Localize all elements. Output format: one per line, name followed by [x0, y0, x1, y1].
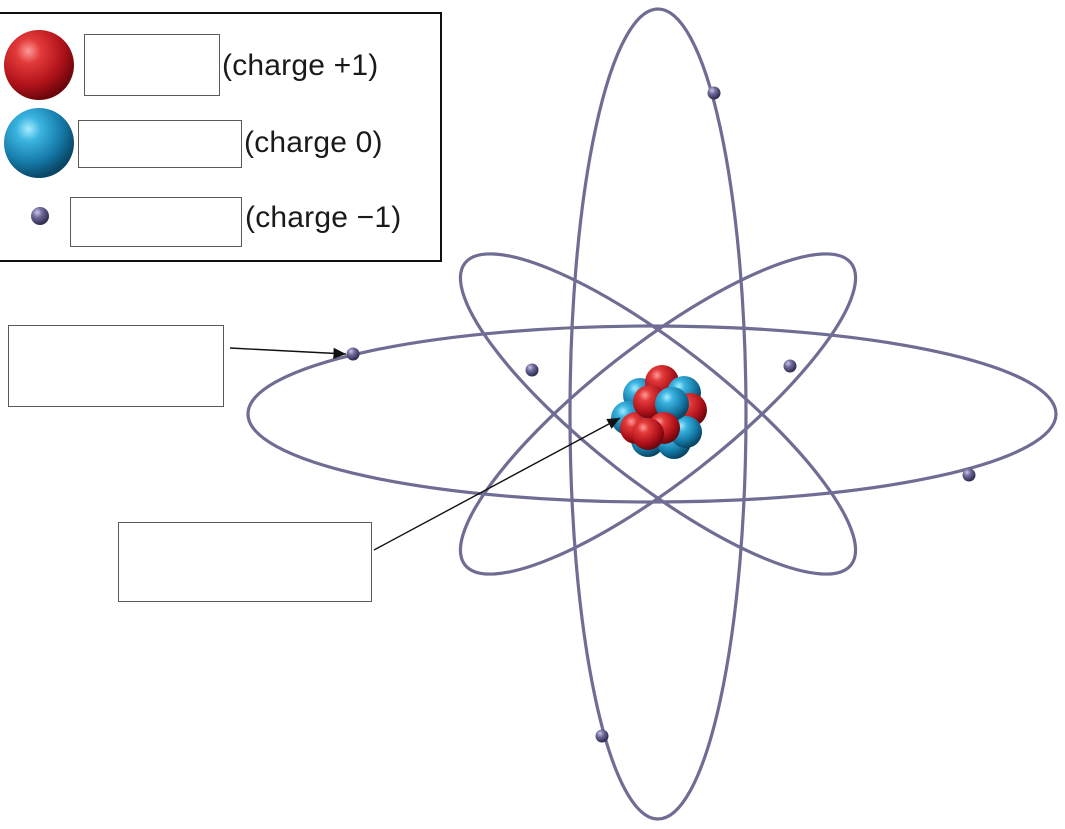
electron-inner-right: [783, 359, 797, 373]
electrons: [346, 86, 976, 743]
electron-orbit-bottom: [595, 729, 609, 743]
nucleus: [611, 365, 707, 459]
electron-charge-label: (charge −1): [245, 201, 402, 234]
legend-box: (charge +1) (charge 0) (charge −1): [0, 12, 442, 262]
neutron-sphere-icon: [4, 108, 74, 178]
electron-orbit-right: [962, 468, 976, 482]
electron-answer-box[interactable]: [70, 197, 242, 247]
nucleus-answer-box[interactable]: [118, 522, 372, 602]
orbit-diagonal-a: [458, 252, 858, 576]
orbits: [246, 7, 1058, 821]
electron-inner-left: [525, 363, 539, 377]
proton-answer-box[interactable]: [84, 34, 220, 96]
proton-sphere-icon: [4, 30, 74, 100]
neutron-answer-box[interactable]: [78, 120, 242, 168]
neutron-charge-label: (charge 0): [244, 126, 383, 159]
electron-orbit-left: [346, 347, 360, 361]
orbit-diagonal-b: [458, 252, 858, 576]
electron-dot-icon: [31, 207, 49, 225]
orbit-electron-leader: [229, 347, 347, 359]
orbit-vertical: [568, 7, 748, 821]
orbit-electron-answer-box[interactable]: [8, 325, 224, 407]
electron-orbit-top: [707, 86, 721, 100]
nucleus-leader: [373, 417, 621, 551]
proton-charge-label: (charge +1): [222, 49, 379, 82]
